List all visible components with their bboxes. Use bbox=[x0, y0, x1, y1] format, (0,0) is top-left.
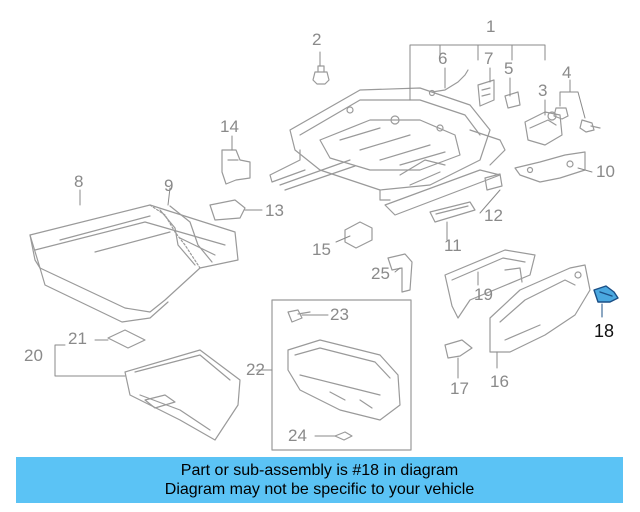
seat-cover-piece bbox=[159, 205, 213, 266]
part-16-side-shield bbox=[489, 264, 591, 353]
callout-5: 5 bbox=[504, 59, 514, 78]
callout-22: 22 bbox=[246, 360, 265, 379]
part-10-bracket bbox=[514, 151, 586, 183]
callout-10: 10 bbox=[596, 162, 615, 181]
callout-8: 8 bbox=[74, 172, 84, 191]
part-19-frame bbox=[444, 249, 536, 319]
part-6-cable bbox=[428, 69, 469, 97]
part-4-nut bbox=[553, 107, 569, 120]
banner-line-2: Diagram may not be specific to your vehi… bbox=[164, 481, 475, 498]
part-22-group-box bbox=[271, 299, 412, 451]
callout-14: 14 bbox=[220, 117, 239, 136]
part-23-screw bbox=[287, 309, 311, 323]
callout-4: 4 bbox=[562, 63, 572, 82]
part-24-clip bbox=[334, 431, 353, 441]
callout-23: 23 bbox=[330, 305, 349, 324]
part-20-storage-drawer bbox=[124, 349, 241, 441]
part-14-bracket bbox=[221, 149, 251, 185]
seat-cushion-pad bbox=[29, 204, 239, 323]
callout-1: 1 bbox=[486, 17, 496, 36]
part-11-trim bbox=[429, 201, 476, 223]
part-25-bracket bbox=[387, 253, 413, 293]
callout-24: 24 bbox=[288, 426, 307, 445]
part-4-bolt bbox=[579, 119, 601, 133]
part-7-bracket bbox=[477, 79, 495, 107]
callout-15: 15 bbox=[312, 240, 331, 259]
callout-16: 16 bbox=[490, 372, 509, 391]
callout-11: 11 bbox=[444, 236, 462, 255]
callout-6: 6 bbox=[438, 49, 448, 68]
callout-12: 12 bbox=[484, 206, 503, 225]
callout-18: 18 bbox=[594, 321, 615, 341]
part-15-bracket bbox=[344, 221, 373, 249]
callout-19: 19 bbox=[474, 285, 493, 304]
callout-2: 2 bbox=[312, 30, 322, 49]
part-18-highlighted bbox=[593, 285, 619, 303]
banner-line-1: Part or sub-assembly is #18 in diagram bbox=[180, 462, 459, 479]
callout-13: 13 bbox=[265, 201, 284, 220]
part-5-clip bbox=[504, 91, 521, 109]
callout-25: 25 bbox=[371, 264, 390, 283]
leader-lines bbox=[54, 44, 603, 437]
part-info-banner: Part or sub-assembly is #18 in diagram D… bbox=[16, 457, 623, 503]
callout-20: 20 bbox=[24, 346, 43, 365]
callout-9: 9 bbox=[164, 176, 174, 195]
part-12-plate bbox=[484, 173, 503, 191]
part-22-tray bbox=[287, 339, 401, 421]
callout-21: 21 bbox=[68, 329, 87, 348]
callout-17: 17 bbox=[450, 379, 469, 398]
part-2-fastener bbox=[312, 65, 330, 85]
callout-7: 7 bbox=[484, 49, 494, 68]
part-17-cover bbox=[444, 339, 473, 359]
part-13-bracket bbox=[209, 199, 246, 221]
callout-3: 3 bbox=[538, 81, 548, 100]
part-21-pad bbox=[107, 329, 146, 349]
seat-frame-assembly bbox=[269, 87, 506, 216]
